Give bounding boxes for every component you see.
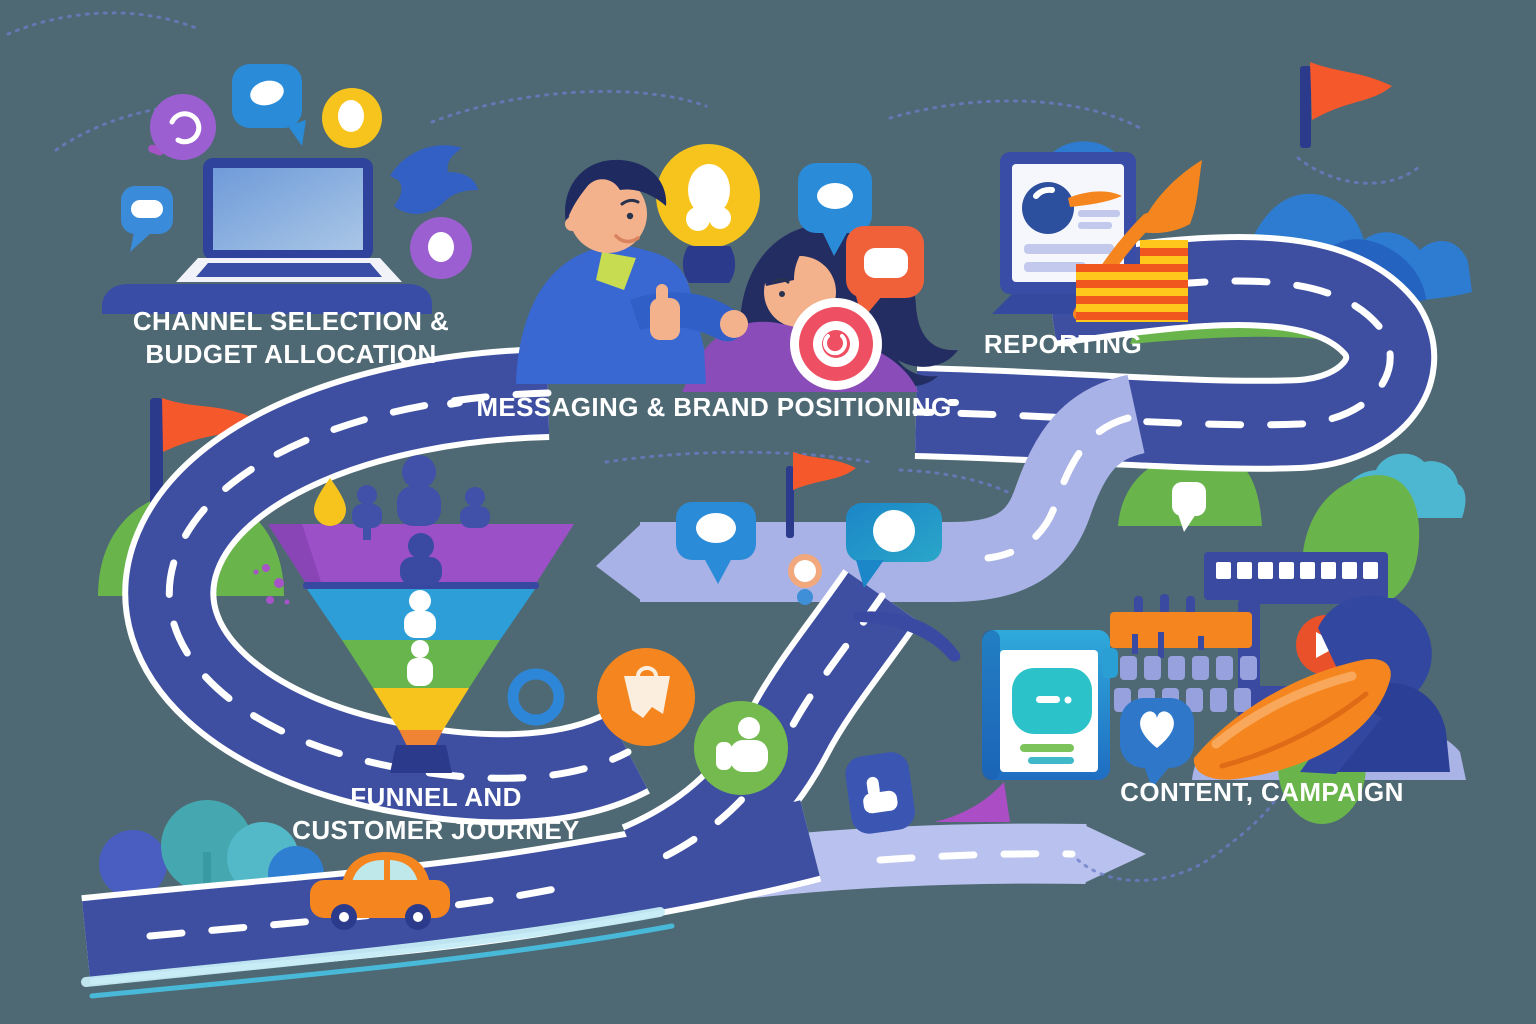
man-face: [569, 175, 647, 253]
spiral-bubble-icon: [150, 94, 216, 160]
stage-label-line: FUNNEL AND: [350, 782, 522, 812]
man-body: [516, 245, 706, 384]
bar-chart-icon: [1076, 240, 1188, 322]
bush-icon: [99, 800, 324, 902]
bird-icon: [390, 145, 478, 214]
megaphone-bag-icon: [597, 648, 695, 746]
droplet-icon: [314, 478, 346, 526]
reporting-group: [992, 152, 1202, 322]
dotted-squiggle-bottom: [1076, 800, 1276, 882]
stage-label-line: CUSTOMER JOURNEY: [292, 815, 580, 845]
content-campaign-group: [845, 552, 1450, 834]
car-icon: [310, 852, 450, 930]
ring-icon: [507, 668, 565, 726]
white-mini-dashes: [447, 398, 959, 408]
purple-sail: [934, 782, 1010, 822]
customer-icon: [694, 701, 788, 795]
stage-label-messaging: MESSAGING & BRAND POSITIONING: [464, 391, 964, 424]
stage-label-line: CONTENT, CAMPAIGN: [1120, 777, 1404, 807]
stage-label-channel-selection: CHANNEL SELECTION & BUDGET ALLOCATION: [91, 305, 491, 371]
stage-label-funnel: FUNNEL AND CUSTOMER JOURNEY: [236, 781, 636, 847]
target-icon: [790, 298, 882, 390]
flag-icon: [1300, 62, 1392, 148]
stage-label-line: CHANNEL SELECTION &: [132, 306, 450, 336]
man-hair: [565, 159, 667, 224]
swoosh-arrow: [853, 611, 961, 662]
user-pawn-icon: [352, 455, 490, 540]
social-bubbles-left: [121, 64, 478, 279]
milestone-markers: [676, 452, 942, 605]
laptop-icon: [102, 158, 432, 314]
carrot-megaphone-icon: [1193, 658, 1391, 780]
film-strip-icon: [1204, 552, 1388, 600]
heart-bubble-icon: [1120, 698, 1194, 788]
stage-label-line: MESSAGING & BRAND POSITIONING: [476, 392, 952, 422]
road-icon: [81, 234, 1438, 999]
chat-app-icon: [982, 630, 1118, 780]
people-conversation: [516, 144, 958, 392]
stage-label-content: CONTENT, CAMPAIGN: [1062, 776, 1462, 809]
stage-label-reporting: REPORTING: [963, 328, 1163, 361]
funnel-icon: [268, 524, 574, 773]
stage-label-line: REPORTING: [983, 329, 1143, 359]
stage-label-line: BUDGET ALLOCATION: [145, 339, 437, 369]
like-badge-icon: [845, 752, 915, 834]
